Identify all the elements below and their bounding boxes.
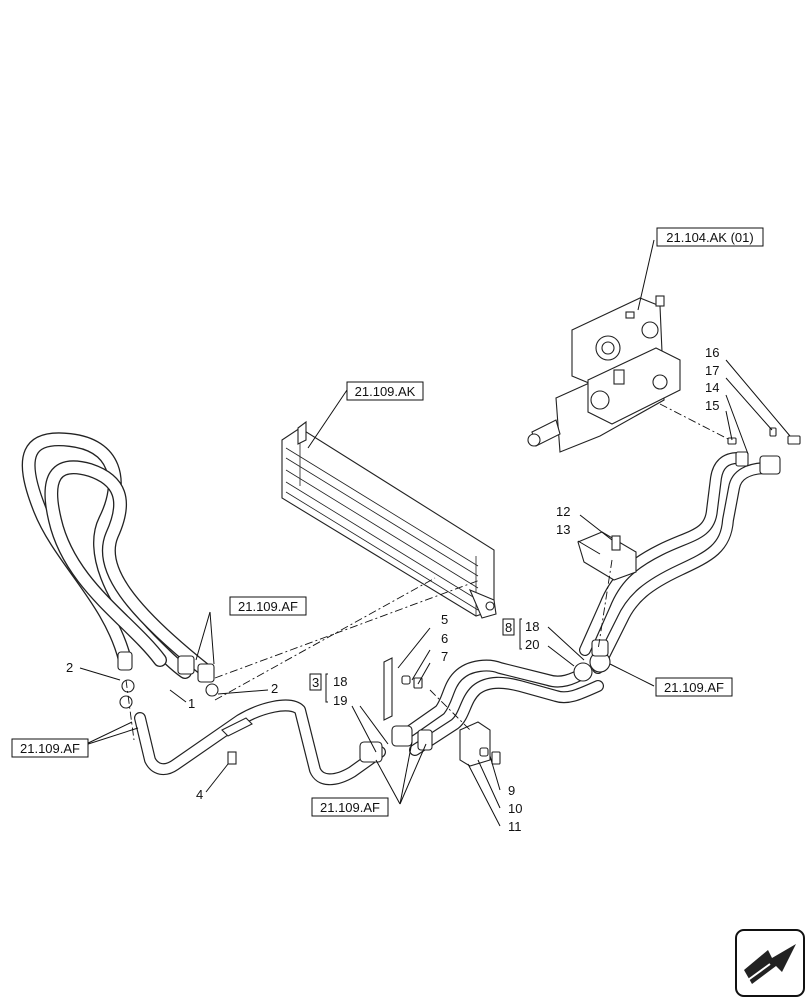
callout-18-left: 18 [333, 674, 347, 689]
callout-5: 5 [441, 612, 448, 627]
callout-11: 11 [508, 819, 522, 834]
ref-valve-label: 21.104.AK (01) [666, 230, 753, 245]
oil-cooler [281, 420, 497, 619]
callout-15: 15 [705, 398, 719, 413]
callout-20: 20 [525, 637, 539, 652]
callout-8-box [502, 618, 515, 636]
callout-2-left: 2 [66, 660, 73, 675]
callout-9: 9 [508, 783, 515, 798]
ref-af-right[interactable]: 21.109.AF [655, 677, 733, 697]
callout-2-right: 2 [271, 681, 278, 696]
callout-13: 13 [556, 522, 570, 537]
callout-8: 8 [505, 620, 512, 635]
callout-14: 14 [705, 380, 719, 395]
callout-17: 17 [705, 363, 719, 378]
callout-3-box [309, 673, 322, 691]
callout-numbers: 2 1 2 4 3 18 19 5 6 7 8 18 20 12 13 16 1… [66, 345, 719, 834]
pipe-lower [134, 639, 611, 786]
control-valve [527, 295, 681, 453]
leader-lines [79, 239, 791, 827]
ref-af-cooler[interactable]: 21.109.AF [229, 596, 307, 616]
ref-cooler[interactable]: 21.109.AK [346, 381, 424, 401]
callout-16: 16 [705, 345, 719, 360]
callout-10: 10 [508, 801, 522, 816]
ref-valve[interactable]: 21.104.AK (01) [656, 227, 764, 247]
ref-af-right-label: 21.109.AF [664, 680, 724, 695]
ref-cooler-label: 21.109.AK [355, 384, 416, 399]
ref-af-left-label: 21.109.AF [20, 741, 80, 756]
ref-af-bottom[interactable]: 21.109.AF [311, 797, 389, 817]
bracket-3 [325, 673, 328, 703]
callout-12: 12 [556, 504, 570, 519]
pipe-to-valve [579, 451, 781, 674]
clamps [119, 427, 801, 767]
bracket-8 [519, 618, 522, 650]
next-page-arrow-icon[interactable] [735, 929, 805, 997]
ref-af-cooler-label: 21.109.AF [238, 599, 298, 614]
callout-4: 4 [196, 787, 203, 802]
callout-19: 19 [333, 693, 347, 708]
callout-3: 3 [312, 675, 319, 690]
callout-6: 6 [441, 631, 448, 646]
callout-7: 7 [441, 649, 448, 664]
callout-1: 1 [188, 696, 195, 711]
hose-loop [21, 432, 215, 683]
ref-af-bottom-label: 21.109.AF [320, 800, 380, 815]
ref-af-left[interactable]: 21.109.AF [11, 738, 89, 758]
callout-18-right: 18 [525, 619, 539, 634]
